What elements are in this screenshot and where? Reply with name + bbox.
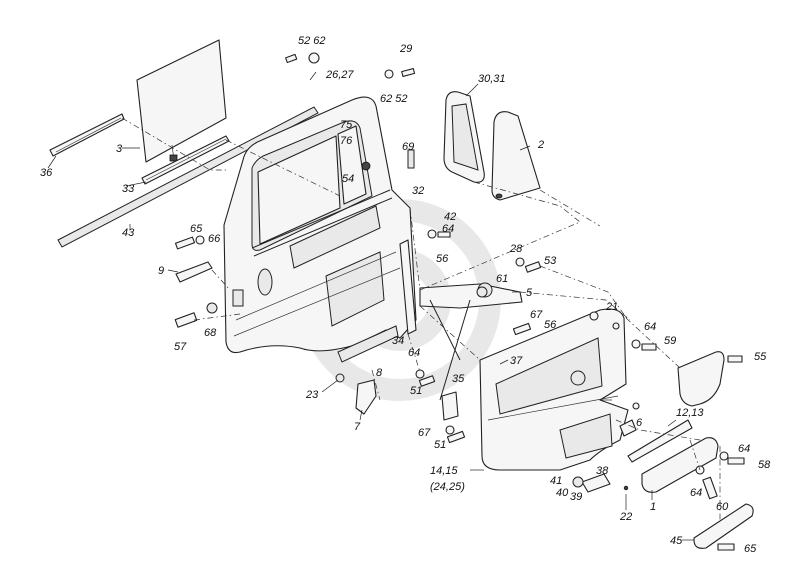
label-61: 61 bbox=[496, 273, 508, 285]
label-62-52: 62 52 bbox=[380, 93, 408, 105]
label-43: 43 bbox=[122, 227, 135, 239]
label-55: 55 bbox=[754, 351, 767, 363]
label-28: 28 bbox=[509, 243, 523, 255]
label-1: 1 bbox=[650, 501, 656, 513]
label-68: 68 bbox=[204, 327, 217, 339]
part-door-frame bbox=[223, 96, 417, 363]
part-pull-handle bbox=[693, 503, 754, 549]
label-38: 38 bbox=[596, 465, 609, 477]
label-9: 9 bbox=[158, 265, 164, 277]
label-29: 29 bbox=[399, 43, 412, 55]
part-end-cap bbox=[677, 351, 725, 407]
label-40: 40 bbox=[556, 487, 569, 499]
label-41: 41 bbox=[550, 475, 562, 487]
label-57: 57 bbox=[174, 341, 187, 353]
label-45: 45 bbox=[670, 535, 683, 547]
label-69: 69 bbox=[402, 141, 414, 153]
label-58: 58 bbox=[758, 459, 771, 471]
label-3: 3 bbox=[116, 143, 123, 155]
label-30-31: 30,31 bbox=[478, 73, 506, 85]
label-56-upper: 56 bbox=[436, 253, 449, 265]
part-vent-glass bbox=[491, 111, 541, 201]
label-37: 37 bbox=[510, 355, 523, 367]
label-75: 75 bbox=[340, 119, 353, 131]
label-76: 76 bbox=[340, 135, 353, 147]
label-23: 23 bbox=[305, 389, 319, 401]
label-21: 21 bbox=[605, 301, 618, 313]
label-2: 2 bbox=[537, 139, 544, 151]
label-59: 59 bbox=[664, 335, 676, 347]
part-glass-seal bbox=[141, 135, 230, 185]
part-labels: 52 62 26,27 29 62 52 30,31 2 3 33 36 43 … bbox=[40, 35, 771, 555]
part-vent-window-frame bbox=[443, 91, 485, 183]
hardware-bolts bbox=[174, 52, 745, 551]
label-53: 53 bbox=[544, 255, 557, 267]
label-54: 54 bbox=[342, 173, 354, 185]
label-64-mid: 64 bbox=[408, 347, 420, 359]
part-armrest bbox=[641, 437, 719, 493]
label-51-lower: 51 bbox=[434, 439, 446, 451]
label-36: 36 bbox=[40, 167, 53, 179]
label-6: 6 bbox=[636, 417, 643, 429]
label-14-15: 14,15 bbox=[430, 465, 458, 477]
label-8: 8 bbox=[376, 367, 383, 379]
part-inner-trim-panel bbox=[479, 308, 629, 471]
label-65-left: 65 bbox=[190, 223, 203, 235]
label-12-13: 12,13 bbox=[676, 407, 704, 419]
label-42: 42 bbox=[444, 211, 456, 223]
label-64-right: 64 bbox=[644, 321, 656, 333]
label-34: 34 bbox=[392, 335, 404, 347]
label-56-lower: 56 bbox=[544, 319, 557, 331]
part-clip bbox=[619, 419, 637, 437]
part-trim-molding bbox=[627, 419, 693, 463]
part-guide-rail bbox=[399, 239, 417, 335]
label-5: 5 bbox=[526, 287, 533, 299]
label-26-27: 26,27 bbox=[325, 69, 354, 81]
label-33: 33 bbox=[122, 183, 135, 195]
label-64-lower: 64 bbox=[690, 487, 702, 499]
label-67-lower: 67 bbox=[418, 427, 431, 439]
label-24-25: (24,25) bbox=[430, 481, 465, 493]
label-39: 39 bbox=[570, 491, 582, 503]
label-64-armrest: 64 bbox=[738, 443, 750, 455]
part-bracket bbox=[441, 391, 459, 421]
label-7: 7 bbox=[354, 421, 361, 433]
part-inner-handle bbox=[572, 473, 611, 493]
label-51-upper: 51 bbox=[410, 385, 422, 397]
leader-lines bbox=[47, 71, 694, 541]
label-60: 60 bbox=[716, 501, 729, 513]
label-67-upper: 67 bbox=[530, 309, 543, 321]
part-hinge bbox=[355, 379, 377, 415]
label-35: 35 bbox=[452, 373, 465, 385]
part-lever bbox=[175, 261, 213, 283]
part-glass-channel bbox=[49, 113, 125, 157]
label-65-bottom: 65 bbox=[744, 543, 757, 555]
label-64-upper: 64 bbox=[442, 223, 454, 235]
label-22: 22 bbox=[619, 511, 632, 523]
label-52-62-top: 52 62 bbox=[298, 35, 326, 47]
assembly-lines bbox=[121, 117, 721, 520]
label-66: 66 bbox=[208, 233, 221, 245]
label-32: 32 bbox=[412, 185, 424, 197]
part-long-seal bbox=[57, 106, 319, 248]
